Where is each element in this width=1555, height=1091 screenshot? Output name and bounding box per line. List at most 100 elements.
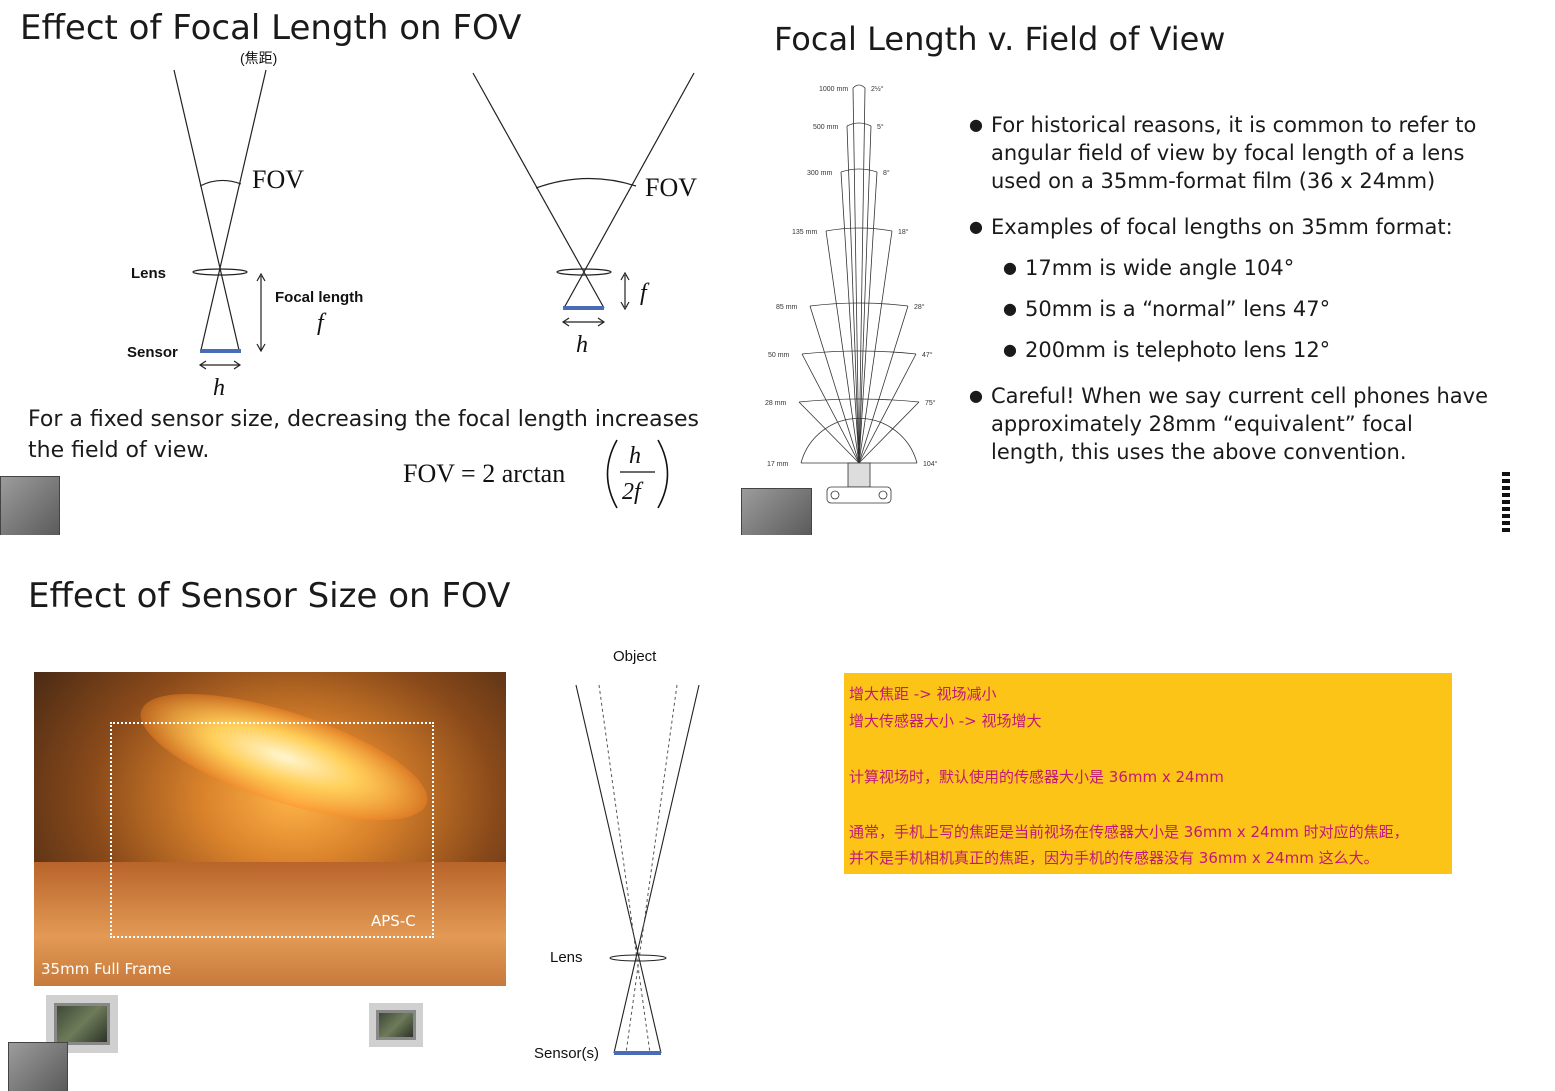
formula-denominator: 2f bbox=[622, 479, 644, 505]
sensor-label: Sensor bbox=[127, 344, 178, 361]
object-label: Object bbox=[613, 648, 657, 665]
aps-c-sensor-chip bbox=[369, 1003, 423, 1047]
fan-ray bbox=[840, 171, 860, 464]
focal-length-label: Focal length bbox=[275, 289, 363, 306]
ray-right-1 bbox=[472, 72, 605, 309]
fire-breather-photo: APS-C 35mm Full Frame bbox=[34, 672, 506, 986]
fan-ray bbox=[852, 87, 860, 464]
photo-ground bbox=[34, 862, 506, 986]
slide1-caption: For a fixed sensor size, decreasing the … bbox=[28, 404, 718, 466]
fan-angle-label: 5° bbox=[877, 123, 884, 131]
fan-ray bbox=[846, 125, 860, 464]
fov-arc-left bbox=[199, 179, 242, 187]
camera-body bbox=[826, 486, 892, 504]
sub-bullet-200mm: 200mm is telephoto lens 12° bbox=[1003, 336, 1489, 364]
note-line-1: 增大焦距 -> 视场减小 bbox=[849, 685, 997, 703]
f-symbol-right: f bbox=[640, 280, 650, 306]
camera-lens-barrel bbox=[847, 462, 871, 488]
fan-angle-label: 75° bbox=[925, 399, 936, 407]
fan-ray bbox=[825, 230, 860, 464]
fan-ray bbox=[858, 87, 866, 464]
slide2-title: Focal Length v. Field of View bbox=[774, 20, 1226, 58]
formula-paren-left bbox=[606, 439, 618, 509]
annotation-note: 增大焦距 -> 视场减小 增大传感器大小 -> 视场增大 计算视场时，默认使用的… bbox=[844, 673, 1452, 874]
sensors-label: Sensor(s) bbox=[534, 1045, 599, 1062]
sensor-left bbox=[200, 349, 241, 353]
fan-angle-label: 47° bbox=[922, 351, 933, 359]
fan-angle-label: 104° bbox=[923, 460, 938, 468]
fan-arc bbox=[798, 398, 920, 403]
fan-focal-length-label: 300 mm bbox=[807, 170, 832, 177]
fan-ray bbox=[858, 125, 872, 464]
fov-label-right: FOV bbox=[645, 173, 697, 202]
lens-label: Lens bbox=[131, 265, 166, 282]
bullet-historical: For historical reasons, it is common to … bbox=[969, 111, 1489, 195]
bullet-examples: Examples of focal lengths on 35mm format… bbox=[969, 213, 1489, 241]
full-frame-label: 35mm Full Frame bbox=[41, 960, 172, 978]
fan-arc bbox=[801, 350, 917, 355]
fan-ray bbox=[858, 401, 920, 464]
fan-arc bbox=[825, 227, 893, 232]
focal-length-arrow bbox=[198, 272, 266, 370]
long-focal-diagram bbox=[173, 69, 267, 351]
slide2-bullets: For historical reasons, it is common to … bbox=[969, 111, 1489, 484]
fan-ray bbox=[801, 353, 860, 464]
fov-arc-right bbox=[535, 177, 637, 189]
sub-bullet-17mm: 17mm is wide angle 104° bbox=[1003, 254, 1489, 282]
fan-focal-length-label: 135 mm bbox=[792, 229, 817, 236]
qr-code-fragment bbox=[1502, 472, 1510, 532]
aps-c-sensor-surface bbox=[376, 1010, 416, 1040]
lens-label-3: Lens bbox=[550, 949, 583, 966]
fan-focal-length-label: 17 mm bbox=[767, 461, 789, 468]
f-symbol-left: f bbox=[317, 310, 327, 336]
fan-angle-label: 8° bbox=[883, 169, 890, 177]
sensor-size-diagram: Object Lens Sensor(s) bbox=[534, 648, 700, 1062]
aps-c-label: APS-C bbox=[371, 912, 416, 930]
fan-ray bbox=[858, 305, 909, 464]
fan-arc bbox=[846, 122, 872, 127]
focal-length-diagram: (焦距) FOV Lens Focal length f Sensor h bbox=[127, 50, 697, 509]
presenter-thumbnail-3[interactable] bbox=[8, 1042, 68, 1091]
fov-label-left: FOV bbox=[252, 165, 304, 194]
fan-arc bbox=[852, 84, 866, 89]
note-line-2: 增大传感器大小 -> 视场增大 bbox=[849, 712, 1042, 730]
fan-arc bbox=[809, 302, 909, 307]
fan-arc bbox=[800, 418, 918, 464]
slide-focal-length-fov: Effect of Focal Length on FOV (焦距) FOV L… bbox=[0, 0, 738, 535]
fan-focal-length-label: 85 mm bbox=[776, 304, 798, 311]
h-symbol-left: h bbox=[213, 375, 225, 401]
fan-ray bbox=[798, 401, 860, 464]
slide1-title: Effect of Focal Length on FOV bbox=[20, 8, 522, 48]
fan-focal-length-label: 50 mm bbox=[768, 352, 790, 359]
fan-focal-length-label: 500 mm bbox=[813, 124, 838, 131]
title-annotation: (焦距) bbox=[240, 50, 277, 66]
fan-ray bbox=[858, 353, 917, 464]
full-frame-rays bbox=[575, 684, 700, 1054]
fan-angle-label: 28° bbox=[914, 303, 925, 311]
fan-focal-length-label: 28 mm bbox=[765, 400, 787, 407]
short-focal-diagram bbox=[472, 72, 695, 309]
lens-ellipse bbox=[609, 954, 667, 962]
note-line-5: 并不是手机相机真正的焦距，因为手机的传感器没有 36mm x 24mm 这么大。 bbox=[849, 849, 1379, 867]
formula-paren-right bbox=[657, 439, 669, 509]
f-arrow-right bbox=[561, 271, 630, 327]
camera-dial-icon bbox=[878, 490, 888, 500]
fan-ray bbox=[809, 305, 860, 464]
sensor-bar bbox=[614, 1051, 661, 1055]
slide3-title: Effect of Sensor Size on FOV bbox=[28, 576, 511, 616]
camera-dial-icon bbox=[830, 490, 840, 500]
bullet-careful: Careful! When we say current cell phones… bbox=[969, 382, 1489, 466]
slide-sensor-size-fov: Effect of Sensor Size on FOV APS-C 35mm … bbox=[0, 558, 740, 1091]
note-line-4: 通常，手机上写的焦距是当前视场在传感器大小是 36mm x 24mm 时对应的焦… bbox=[849, 823, 1409, 841]
presenter-thumbnail-2[interactable] bbox=[741, 488, 812, 535]
presenter-thumbnail[interactable] bbox=[0, 476, 60, 535]
ray-left-1 bbox=[173, 69, 240, 351]
sub-bullet-50mm: 50mm is a “normal” lens 47° bbox=[1003, 295, 1489, 323]
fan-angle-label: 18° bbox=[898, 228, 909, 236]
aps-c-rays bbox=[598, 684, 678, 1054]
aps-c-frame bbox=[110, 722, 434, 938]
full-frame-sensor-surface bbox=[54, 1003, 110, 1045]
caption-line-2: the field of view. bbox=[28, 438, 210, 463]
